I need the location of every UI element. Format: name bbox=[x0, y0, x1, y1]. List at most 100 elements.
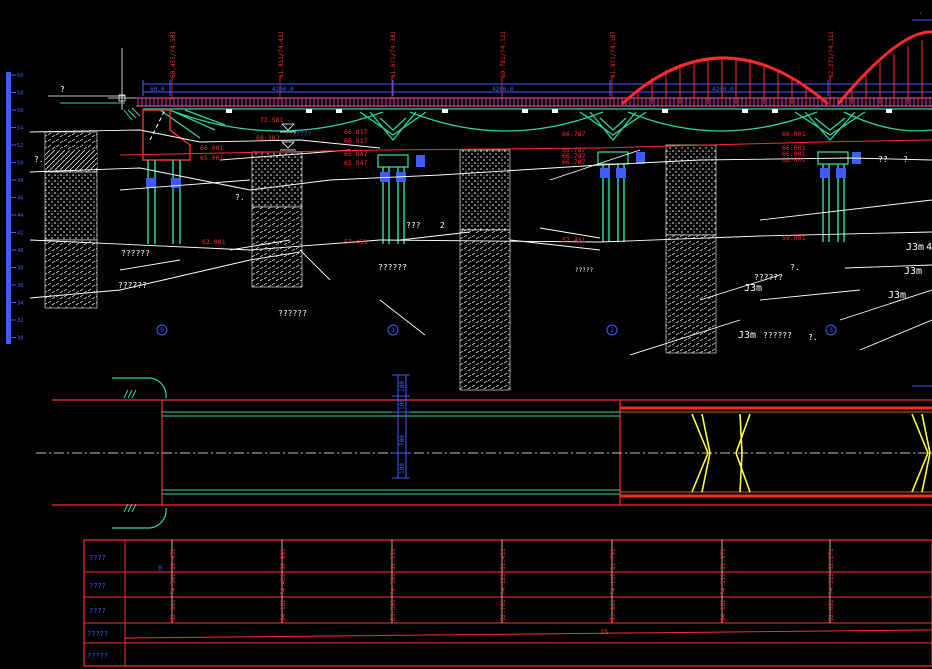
note-q3: ?. bbox=[235, 193, 245, 202]
scale-tick-label: 40 bbox=[17, 248, 24, 254]
scale-tick-label: 42 bbox=[17, 231, 24, 237]
left-abutment bbox=[123, 107, 191, 244]
pier2-elev-3: 66.787 bbox=[562, 152, 586, 160]
pier-2 bbox=[597, 151, 645, 242]
pier1-elev-1: 66.817 bbox=[344, 128, 368, 136]
scale-tick-label: 30 bbox=[17, 336, 24, 342]
scale-tick-label: 54 bbox=[17, 126, 24, 132]
note-q1: ? bbox=[60, 85, 65, 94]
dim-label-3: 4200.0 bbox=[492, 86, 514, 93]
j-label-5: J3m bbox=[738, 330, 756, 341]
table-cell: 74.167 bbox=[610, 573, 617, 595]
axis-marker-3: 3 bbox=[829, 327, 833, 334]
deck-arches bbox=[159, 109, 932, 142]
mark-2: ??? bbox=[406, 221, 421, 230]
note-q4: ?? bbox=[878, 155, 888, 164]
table-cell: 74.311 bbox=[828, 573, 835, 595]
pier3-elev-4: 66.001 bbox=[782, 156, 806, 164]
pier3-elev-1: 66.001 bbox=[782, 130, 806, 138]
axis-marker-labels: 0 1 2 3 bbox=[160, 327, 833, 334]
table-cell: 62.001 bbox=[170, 599, 177, 621]
deck-bearings bbox=[226, 109, 892, 113]
table-cell: 74.301 bbox=[390, 573, 397, 595]
table-cell: 61.971 bbox=[720, 548, 727, 570]
scale-tick-label: 34 bbox=[17, 301, 24, 307]
station-label: 60.781/74.121 bbox=[500, 31, 507, 78]
water-symbols bbox=[280, 123, 296, 151]
axis-marker-0: 0 bbox=[160, 327, 164, 334]
design-grade-line bbox=[119, 139, 932, 156]
svg-text:·: · bbox=[918, 9, 923, 18]
plan-dim-4: 100 bbox=[399, 463, 406, 474]
station-label: 61.971/74.167 bbox=[610, 31, 617, 78]
pier2-elev-2: 66.787 bbox=[562, 146, 586, 154]
table-cell: 64.161 bbox=[280, 599, 287, 621]
table-cell: 60.431 bbox=[170, 548, 177, 570]
axis-markers bbox=[156, 324, 837, 336]
table-cell: 63.801 bbox=[610, 599, 617, 621]
pier-note: ????? bbox=[575, 267, 593, 274]
j-label-2: J3m bbox=[904, 266, 922, 277]
table-cell: 74.501 bbox=[170, 573, 177, 595]
table-cell: 61.411 bbox=[500, 548, 507, 570]
dim-label-1: 60.0 bbox=[150, 86, 165, 93]
scale-tick-label: 44 bbox=[17, 213, 24, 219]
table-row-label-3: ???? bbox=[89, 607, 106, 615]
bottom-elev-3: 57.451 bbox=[562, 236, 586, 244]
pier2-elev-1: 66.787 bbox=[562, 130, 586, 138]
scale-tick-label: 58 bbox=[17, 91, 24, 97]
soil-note-5: ?????? bbox=[754, 273, 783, 282]
table-cell: 74.121 bbox=[500, 573, 507, 595]
j-label-6: 4 bbox=[926, 242, 932, 253]
station-label: 61.411/74.431 bbox=[278, 31, 285, 78]
pier2-elev-4: 66.787 bbox=[562, 158, 586, 166]
plan-view bbox=[36, 374, 932, 529]
water-low-level: 68.382 bbox=[256, 134, 280, 142]
drawing-notes: ?. ?. ?? ? ?????? ?????? ?????? ?????? ?… bbox=[34, 155, 932, 342]
pier1-elev-3: 65.847 bbox=[344, 150, 368, 158]
elevation-annotations: 72.581 68.382 66.001 65.001 66.817 66.81… bbox=[200, 116, 806, 246]
table-cell: 61.111 bbox=[390, 548, 397, 570]
table-row-labels: ???? ???? ???? ????? ????? bbox=[87, 554, 108, 660]
soil-note-6: ?????? bbox=[763, 331, 792, 340]
plan-dim-1: 100 bbox=[399, 381, 406, 392]
table-cell: 65.301 bbox=[390, 599, 397, 621]
left-abut-elev-1: 66.001 bbox=[200, 144, 224, 152]
table-cell: 62.701 bbox=[500, 599, 507, 621]
borehole-columns bbox=[44, 131, 717, 391]
axis-marker-2: 2 bbox=[610, 327, 614, 334]
station-label: 61.671/74.301 bbox=[390, 31, 397, 78]
table-row4-value: i% bbox=[600, 628, 609, 636]
stratum-lines bbox=[29, 129, 932, 356]
soil-note-2: ?????? bbox=[118, 281, 147, 290]
mark-2b: 2 bbox=[440, 221, 445, 230]
j-label-4: J3m bbox=[744, 283, 762, 294]
left-abut-elev-2: 65.001 bbox=[200, 154, 224, 162]
scale-tick-label: 32 bbox=[17, 318, 24, 324]
bridge-deck bbox=[136, 97, 932, 110]
bottom-elev-4: 59.001 bbox=[782, 234, 806, 242]
table-row-label-2: ???? bbox=[89, 582, 106, 590]
soil-note-1: ?????? bbox=[121, 249, 150, 258]
pier1-elev-4: 65.847 bbox=[344, 159, 368, 167]
scale-tick-label: 46 bbox=[17, 196, 24, 202]
scale-tick-label: 48 bbox=[17, 178, 24, 184]
bottom-elev-1: 62.001 bbox=[202, 238, 226, 246]
scale-tick-label: 36 bbox=[17, 283, 24, 289]
plan-dim-3: 700 bbox=[399, 435, 406, 446]
j-label-3: J3m bbox=[888, 290, 906, 301]
table-cell: 61.701 bbox=[610, 548, 617, 570]
table-cell: 62.271 bbox=[828, 548, 835, 570]
pier1-elev-2: 66.817 bbox=[344, 137, 368, 145]
data-table: 60.43174.50162.00160.80174.43164.16161.1… bbox=[83, 539, 932, 667]
table-cell: 62.001 bbox=[828, 599, 835, 621]
axis-marker-1: 1 bbox=[391, 327, 395, 334]
table-cell: 74.311 bbox=[720, 573, 727, 595]
table-row1-prefix: 0 bbox=[158, 564, 162, 572]
top-right-marker: · bbox=[912, 9, 932, 387]
table-cell: 60.801 bbox=[280, 548, 287, 570]
soil-note-3: ?????? bbox=[278, 309, 307, 318]
note-q7: ?. bbox=[808, 333, 818, 342]
